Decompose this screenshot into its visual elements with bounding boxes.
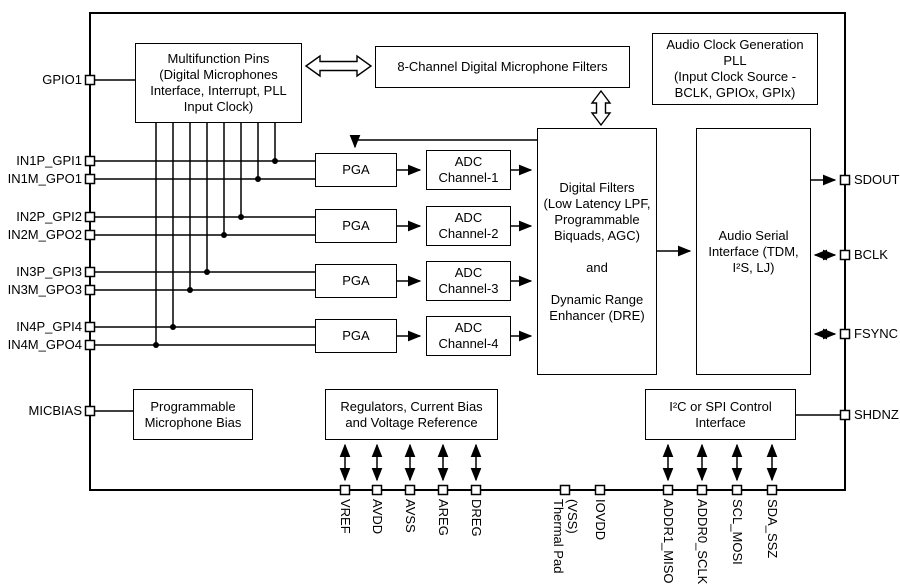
double-arrow-multifunction-dmic [304,54,373,78]
pin-square [84,321,96,333]
pin-label-shdnz: SHDNZ [854,407,899,422]
pin-label-in3p-gpi3: IN3P_GPI3 [16,264,82,279]
block-adc-channel-1: ADC Channel-1 [426,150,511,190]
pin-square [731,484,743,496]
pin-square [84,266,96,278]
block-adc-channel-4: ADC Channel-4 [426,316,511,356]
pin-label-dreg: DREG [469,499,484,537]
block-pga-2: PGA [315,209,397,243]
pin-square [84,405,96,417]
pin-label-iovdd: IOVDD [593,499,608,541]
block-pga-4: PGA [315,319,397,353]
block-pga-1: PGA [315,153,397,187]
pin-square [696,484,708,496]
pin-label-avdd: AVDD [370,499,385,535]
pin-label-sda-ssz: SDA_SSZ [765,499,780,559]
pin-square [839,409,851,421]
pin-square [559,484,571,496]
pin-square [84,339,96,351]
pin-label-in1p-gpi1: IN1P_GPI1 [16,153,82,168]
double-arrow-dmic-filters [590,89,612,127]
pin-square [84,155,96,167]
pin-label-fsync: FSYNC [854,326,899,341]
pin-square [339,484,351,496]
pin-label-gpio1: GPIO1 [42,72,82,87]
block-audio-clock-pll: Audio Clock Generation PLL (Input Clock … [652,33,818,105]
pin-label-in1m-gpo1: IN1M_GPO1 [7,171,82,186]
pin-label-in3m-gpo3: IN3M_GPO3 [7,282,82,297]
pin-square [766,484,778,496]
pin-label-addr0-sclk: ADDR0_SCLK [695,499,710,585]
pin-square [839,174,851,186]
pin-label-micbias: MICBIAS [28,403,82,418]
block-adc-channel-2: ADC Channel-2 [426,206,511,246]
pin-square [594,484,606,496]
block-audio-serial-interface: Audio Serial Interface (TDM, I²S, LJ) [696,128,811,375]
arrow-agc-to-pga [349,134,537,149]
block-pga-3: PGA [315,264,397,298]
block-dmic-filters: 8-Channel Digital Microphone Filters [375,46,630,88]
pin-label-in4p-gpi4: IN4P_GPI4 [16,319,82,334]
block-multifunction-pins: Multifunction Pins (Digital Microphones … [135,43,302,123]
block-adc-channel-3: ADC Channel-3 [426,261,511,301]
pin-label-in4m-gpo4: IN4M_GPO4 [7,337,82,352]
pin-label-sdout: SDOUT [854,172,900,187]
pin-square [839,249,851,261]
pin-label-in2m-gpo2: IN2M_GPO2 [7,227,82,242]
pin-square [84,211,96,223]
pin-square [84,74,96,86]
pin-square [839,328,851,340]
pin-label-thermal-pad: Thermal Pad (VSS) [551,499,580,574]
pin-square [84,173,96,185]
pin-square [437,484,449,496]
pin-square [84,284,96,296]
pin-label-in2p-gpi2: IN2P_GPI2 [16,209,82,224]
block-control-interface: I²C or SPI Control Interface [645,389,796,440]
pin-label-addr1-miso: ADDR1_MISO [661,499,676,584]
pin-label-vref: VREF [338,499,353,534]
junction-dots [153,158,278,348]
pin-label-bclk: BCLK [854,247,888,262]
pin-label-areg: AREG [436,499,451,536]
pin-square [84,229,96,241]
pin-square [371,484,383,496]
block-mic-bias: Programmable Microphone Bias [133,389,253,440]
block-regulators: Regulators, Current Bias and Voltage Ref… [325,389,498,440]
pin-square [662,484,674,496]
pin-label-scl-mosi: SCL_MOSI [730,499,745,565]
pin-square [470,484,482,496]
pin-label-avss: AVSS [403,499,418,533]
pin-square [404,484,416,496]
block-digital-filters: Digital Filters (Low Latency LPF, Progra… [537,128,657,375]
